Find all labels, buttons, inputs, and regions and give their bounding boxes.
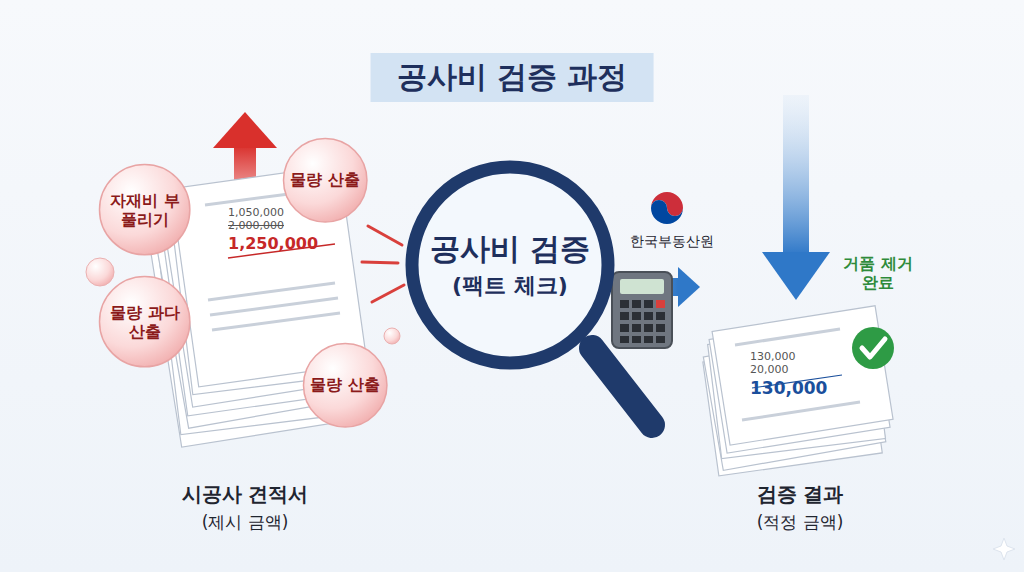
estimate-sheet: 130,00020,000130,000 — [700, 270, 890, 460]
title: 공사비 검증 과정 — [371, 53, 654, 102]
caption-heading: 검증 결과 — [757, 482, 844, 506]
bubble-text: 자재비 부풀리기 — [108, 191, 182, 229]
issue-bubble: 자재비 부풀리기 — [98, 163, 191, 256]
amount-text: 130,000 — [750, 378, 890, 398]
magnifier-circle: 공사비 검증 (팩트 체크) — [405, 160, 615, 370]
sparkle — [993, 538, 1015, 560]
node-heading: 공사비 검증 — [430, 231, 590, 267]
magnifier-handle — [592, 348, 652, 425]
caption-sub: (적정 금액) — [757, 512, 844, 532]
caption-heading: 시공사 견적서 — [182, 482, 309, 506]
issue-bubble: 물량 산출 — [282, 137, 368, 223]
paper-stack — [703, 306, 893, 476]
logo-mark — [651, 192, 683, 224]
bubble-text: 물량 산출 — [288, 170, 362, 189]
issue-bubble: 물량 산출 — [302, 342, 388, 428]
emphasis-lines — [362, 226, 404, 302]
calculator — [612, 272, 672, 348]
status-text: 거품 제거 완료 — [837, 254, 919, 292]
amount-text: 1,050,000 — [228, 206, 338, 219]
amount-text: 130,000 — [750, 350, 890, 363]
amount-text: 1,250,000 — [228, 234, 338, 253]
bubble-dot — [86, 258, 114, 286]
issue-bubble: 물량 과다 산출 — [98, 275, 191, 368]
bubble-text: 물량 과다 산출 — [108, 303, 182, 341]
down-arrow — [762, 95, 830, 300]
check-icon — [852, 327, 894, 369]
bubble-dot — [384, 328, 400, 344]
logo-text: 한국부동산원 — [630, 233, 714, 250]
bubble-text: 물량 산출 — [308, 375, 382, 394]
estimate-sheet: 1,050,0002,000,000 1,250,000 — [228, 206, 338, 276]
caption-sub: (제시 금액) — [202, 512, 289, 532]
amount-text: 20,000 — [750, 363, 890, 376]
amount-text: 2,000,000 — [228, 219, 338, 232]
arrow-head — [678, 267, 700, 307]
node-subtext: (팩트 체크) — [430, 273, 590, 299]
